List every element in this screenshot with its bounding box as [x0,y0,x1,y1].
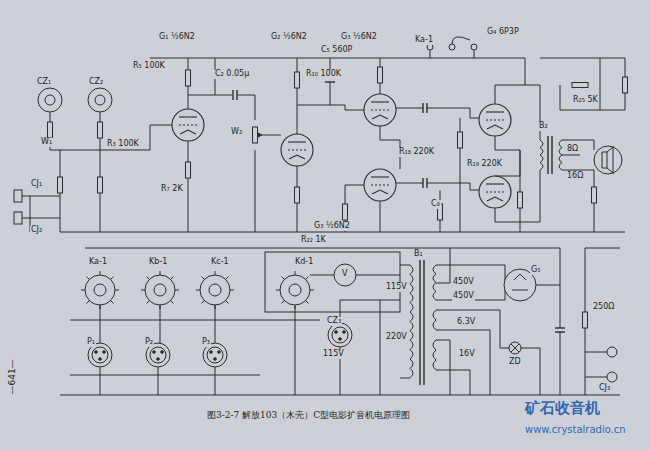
component-label: Ka-1 [88,258,108,267]
component-label: CJ₃ [598,384,611,393]
component-label: CZ₃ [326,317,342,326]
component-label: 8Ω [566,145,579,154]
component-label: Kc-1 [210,258,230,267]
component-label: P₃ [201,338,211,347]
component-label: B₁ [413,250,424,259]
component-label: R₂₅ 5K [572,96,599,105]
watermark-url: www.crystalradio.cn [524,424,627,435]
component-label: R₁₉ 220K [466,160,503,169]
component-label: G₂ ½6N2 [270,33,308,42]
component-label: W₁ [40,138,53,147]
component-label: 220V [385,333,408,342]
component-label: 16Ω [566,172,584,181]
component-label: G₅ [530,266,541,275]
component-label: B₂ [538,122,549,131]
component-label: R₃ 100K [106,140,140,149]
component-label: 6.3V [456,318,476,327]
component-label: CZ₁ [36,78,52,87]
page-number: —641— [8,358,18,395]
component-label: 250Ω [592,303,615,312]
component-label: P₁ [86,338,96,347]
component-label: W₂ [230,128,243,137]
component-label: C₂ 0.05μ [214,70,250,79]
component-label: P₂ [144,338,154,347]
caption: 图3-2-7 解放103（木壳）C型电影扩音机电原理图 [205,410,412,421]
component-label: R₁₈ 220K [398,148,435,157]
component-label: Kd-1 [294,258,314,267]
component-label: R₂₂ 1K [300,236,327,245]
wiring [14,37,625,395]
component-label: ZD [508,358,522,367]
component-label: R₁₀ 100K [305,70,342,79]
component-symbols [38,67,628,367]
component-label: 450V [452,278,475,287]
component-label: R₅ 100K [132,62,166,71]
component-label: 16V [458,350,476,359]
component-label: V [341,270,348,279]
component-label: CJ₂ [30,226,43,235]
component-label: 450V [452,292,475,301]
component-label: 115V [322,350,345,359]
component-label: G₃ ½6N2 [340,33,378,42]
component-label: 115V [385,283,408,292]
component-label: G₄ 6P3P [486,28,520,37]
component-label: G₃ ½6N2 [313,222,351,231]
watermark: 矿石收音机 [524,400,601,417]
component-label: C₉ [430,200,441,209]
component-label: C₅ 560P [320,46,353,55]
component-label: CZ₂ [88,78,104,87]
component-label: Kb-1 [148,258,168,267]
component-label: Ka-1 [414,36,434,45]
component-label: G₁ ½6N2 [158,33,196,42]
component-label: R₇ 2K [160,185,184,194]
component-label: CJ₁ [30,180,43,189]
